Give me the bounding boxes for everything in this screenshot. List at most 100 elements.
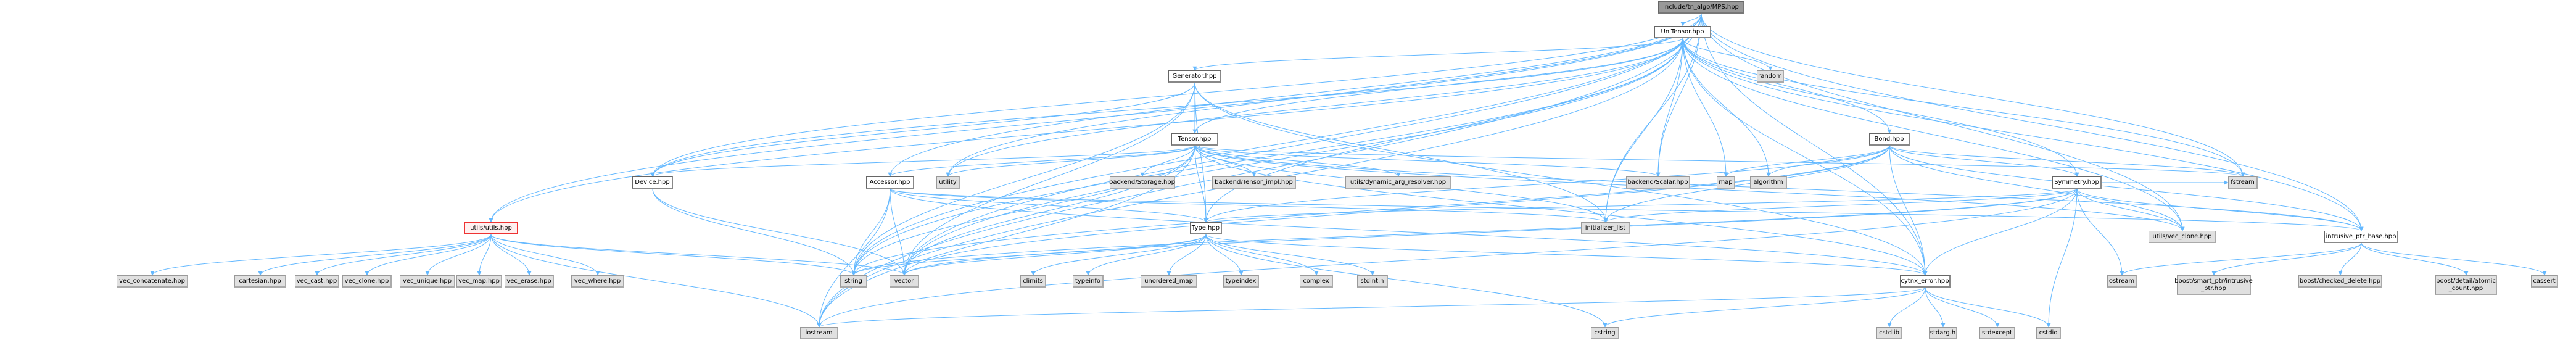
edge-tensor-to-device [650, 145, 1195, 177]
edge-unitensor-to-intrusive [1682, 38, 2364, 231]
edge-mps-to-vector [902, 13, 1702, 276]
edge-type-to-unordered_map [1166, 234, 1207, 276]
edge-generator-to-device [650, 82, 1195, 177]
edge-device-to-string [652, 188, 856, 276]
edge-mps-to-string [851, 13, 1702, 276]
node-symmetry-hpp[interactable]: Symmetry.hpp [2052, 176, 2102, 189]
node-cstring: cstring [1591, 327, 1619, 339]
edge-utils-to-cartesian [258, 234, 492, 276]
edge-bond-to-algorithm [1766, 145, 1890, 177]
node-unitensor-hpp[interactable]: UniTensor.hpp [1654, 26, 1711, 38]
edge-utils-to-vec_cast [315, 234, 492, 276]
edge-utils-to-vector [490, 234, 907, 276]
edge-unitensor-to-cytnx_error [1682, 38, 1928, 276]
edge-generator-to-vector [902, 82, 1195, 276]
edge-accessor-to-iostream [817, 188, 891, 328]
node-map: map [1717, 176, 1735, 189]
node-fstream: fstream [2228, 176, 2258, 189]
node-stdarg-h: stdarg.h [1929, 327, 1957, 339]
edge-accessor-to-type [890, 188, 1208, 223]
node-cstdlib: cstdlib [1876, 327, 1902, 339]
node-vec-where-hpp: vec_where.hpp [571, 275, 624, 288]
edge-bond-to-init_list [1603, 145, 1890, 223]
node-complex: complex [1300, 275, 1333, 288]
edge-tensor-to-string [851, 145, 1195, 276]
node-boost-smart-ptr-intrusive-ptr-hpp: boost/smart_ptr/intrusive _ptr.hpp [2174, 275, 2253, 295]
node-climits: climits [1020, 275, 1046, 288]
edge-tensor-to-accessor [888, 145, 1195, 177]
edge-mps-to-cytnx_error [1701, 13, 1928, 276]
edge-tensor-to-utility [946, 145, 1195, 177]
edge-utils-to-vec_where [490, 234, 600, 276]
node-iostream: iostream [800, 327, 838, 339]
edge-type-to-vector [902, 234, 1207, 276]
edge-utils-to-vec_erase [490, 234, 532, 276]
edge-bond-to-fstream [1889, 145, 2245, 177]
edge-type-to-string [851, 234, 1207, 276]
node-device-hpp[interactable]: Device.hpp [632, 176, 673, 189]
edge-symmetry-to-intrusive [2076, 188, 2364, 231]
edge-bond-to-vector [902, 145, 1890, 276]
edge-intrusive-to-boost_intrusive [2211, 242, 2362, 276]
node-tensor-hpp[interactable]: Tensor.hpp [1171, 133, 1218, 146]
node-type-hpp[interactable]: Type.hpp [1190, 222, 1222, 234]
edge-intrusive-to-boost_checked [2338, 242, 2362, 276]
edge-utils-to-vec_concat [150, 234, 492, 276]
edge-bond-to-uvec_clone [1889, 145, 2185, 231]
edge-tensor-to-dyn_arg [1194, 145, 1401, 177]
edge-unitensor-to-init_list [1603, 38, 1683, 223]
node-vec-map-hpp: vec_map.hpp [456, 275, 502, 288]
edge-mps-to-fstream [1701, 13, 2245, 177]
edge-symmetry-to-ostream [2076, 188, 2124, 276]
edge-type-to-climits [1031, 234, 1207, 276]
edge-type-to-cstring [1205, 234, 1608, 328]
edge-unitensor-to-map [1682, 38, 1728, 177]
node-utility: utility [936, 176, 960, 189]
edge-utils-to-vec_unique [425, 234, 492, 276]
edge-unitensor-to-scalar [1656, 38, 1683, 177]
edge-symmetry-to-vector [902, 188, 2078, 276]
edge-unitensor-to-uvec_clone [1682, 38, 2185, 231]
edge-accessor-to-string [851, 188, 891, 276]
node-accessor-hpp[interactable]: Accessor.hpp [866, 176, 914, 189]
node-ostream: ostream [2107, 275, 2137, 288]
node-mps-hpp[interactable]: include/tn_algo/MPS.hpp [1658, 1, 1744, 14]
node-generator-hpp[interactable]: Generator.hpp [1168, 70, 1221, 83]
edge-utils-to-iostream [490, 234, 822, 328]
edge-symmetry-to-type [1203, 188, 2078, 223]
edge-tensor-to-vector [902, 145, 1195, 276]
node-cytnx-error-hpp[interactable]: cytnx_error.hpp [1900, 275, 1951, 288]
node-bond-hpp[interactable]: Bond.hpp [1869, 133, 1910, 146]
edge-tensor-to-scalar [1194, 145, 1661, 177]
edge-mps-to-utils [489, 13, 1702, 223]
node-typeindex: typeindex [1223, 275, 1259, 288]
node-random: random [1757, 70, 1784, 83]
edge-mps-to-unitensor [1680, 13, 1702, 27]
edge-unitensor-to-generator [1192, 38, 1683, 71]
node-utils-utils-hpp[interactable]: utils/utils.hpp [464, 222, 518, 234]
edge-unitensor-to-device [650, 38, 1683, 177]
edge-accessor-to-init_list [890, 188, 1608, 223]
edge-symmetry-to-cstdio [2046, 188, 2078, 328]
edge-generator-to-string [851, 82, 1195, 276]
node-intrusive-ptr-base-hpp[interactable]: intrusive_ptr_base.hpp [2324, 231, 2398, 243]
edge-tensor-to-cytnx_error [1194, 145, 1928, 276]
edge-mps-to-intrusive [1701, 13, 2364, 231]
edge-utils-to-vec_clone [365, 234, 492, 276]
edge-bond-to-intrusive [1889, 145, 2364, 231]
edge-intrusive-to-ostream [2120, 242, 2362, 276]
node-boost-detail-atomic-count-hpp: boost/detail/atomic _count.hpp [2435, 275, 2497, 295]
node-cartesian-hpp: cartesian.hpp [234, 275, 286, 288]
edge-mps-to-accessor [888, 13, 1702, 177]
edge-cytnx_error-to-stdarg [1925, 287, 1946, 328]
edge-type-to-cytnx_error [1205, 234, 1928, 276]
edge-intrusive-to-boost_atomic [2361, 242, 2469, 276]
edge-intrusive-to-cassert [2361, 242, 2547, 276]
node-utils-vec-clone-hpp: utils/vec_clone.hpp [2149, 231, 2216, 243]
node-backend-scalar-hpp: backend/Scalar.hpp [1626, 176, 1690, 189]
edge-mps-to-utility [946, 13, 1702, 177]
edge-mps-to-iostream [817, 13, 1702, 328]
node-boost-checked-delete-hpp: boost/checked_delete.hpp [2298, 275, 2382, 288]
node-cstdio: cstdio [2036, 327, 2061, 339]
